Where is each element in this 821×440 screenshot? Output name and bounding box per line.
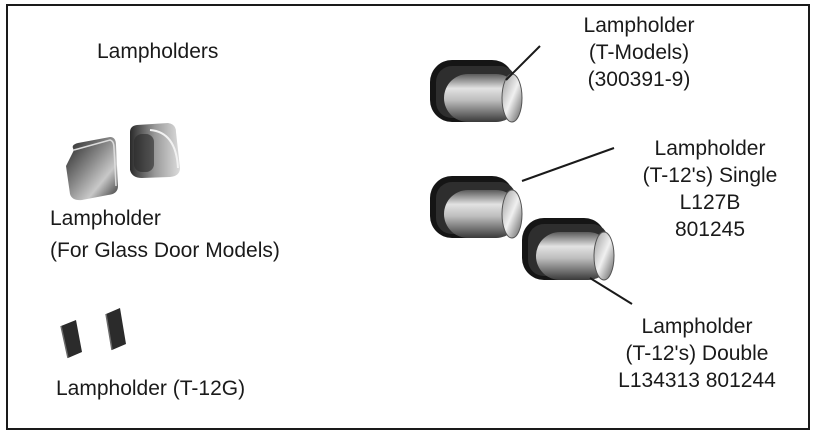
label-line: L134313 801244: [618, 369, 776, 392]
label-line: (T-12's) Double: [625, 342, 769, 365]
lampholder-glass-door-part-2: [130, 123, 180, 178]
lampholder-t-models-part: [429, 59, 523, 123]
leader-line-t12-single: [521, 147, 615, 182]
label-line: Lampholder: [583, 14, 695, 37]
lampholder-t12g-part-2: [105, 308, 126, 351]
lampholder-t12g-part-1: [60, 320, 82, 359]
leader-line-t-models: [505, 45, 541, 81]
label-glass-door: Lampholder (For Glass Door Models): [50, 205, 280, 264]
label-t12-double: Lampholder (T-12's) Double L134313 80124…: [584, 313, 810, 394]
label-line: 801245: [674, 218, 746, 241]
label-line: (T-Models): [588, 41, 690, 64]
label-line: Lampholder (T-12G): [56, 377, 246, 400]
lampholder-t12-double-part: [521, 217, 615, 281]
label-t-models: Lampholder (T-Models) (300391-9): [544, 12, 734, 93]
heading-lampholders: Lampholders: [97, 40, 219, 63]
label-t12g: Lampholder (T-12G): [56, 375, 245, 402]
label-line: (T-12's) Single: [642, 164, 778, 187]
label-line: Lampholder: [641, 315, 753, 338]
lampholder-t12-single-part: [429, 175, 523, 239]
label-t12-single: Lampholder (T-12's) Single L127B 801245: [620, 135, 800, 243]
label-line: (300391-9): [587, 68, 691, 91]
diagram-frame: [6, 4, 810, 430]
leader-line-t12-double: [589, 277, 633, 305]
label-line: L127B: [679, 191, 741, 214]
label-line: Lampholder: [654, 137, 766, 160]
lampholder-glass-door-part-1: [66, 137, 118, 201]
label-line: Lampholder: [50, 207, 161, 230]
label-line: (For Glass Door Models): [50, 239, 280, 262]
